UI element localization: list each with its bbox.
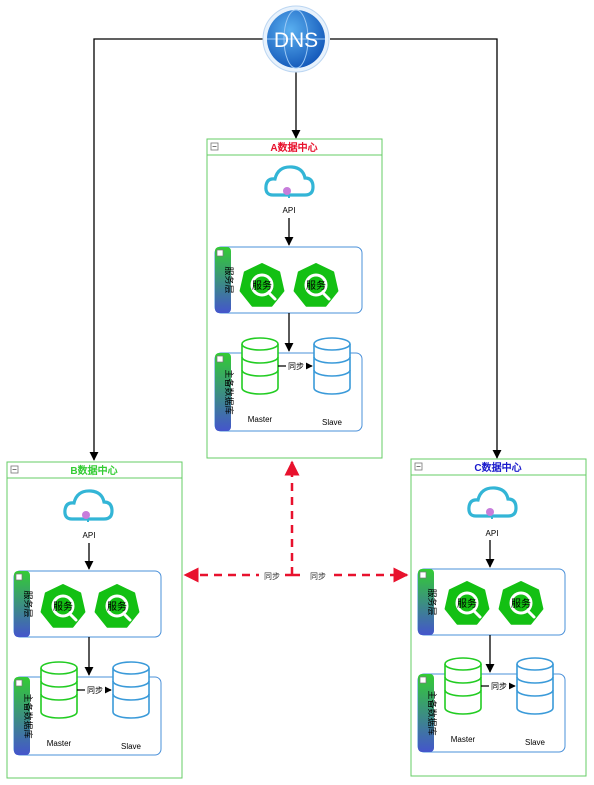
slave-db-icon: [313, 337, 351, 395]
db-sync-label: 同步: [288, 362, 304, 371]
sync-label-left: 同步: [264, 572, 280, 581]
db-sync-label: 同步: [87, 686, 103, 695]
collapse-icon[interactable]: [419, 676, 427, 684]
slave-db-icon: [516, 657, 554, 715]
master-db-icon: [241, 337, 279, 395]
collapse-icon[interactable]: [216, 355, 224, 363]
layer-label: 服务层: [224, 266, 235, 293]
datacenter-title: B数据中心: [70, 464, 117, 477]
service-node-icon: 服务: [40, 584, 86, 628]
service-label: 服务: [306, 279, 326, 292]
collapse-icon[interactable]: [15, 573, 23, 581]
dns-label: DNS: [274, 29, 318, 52]
collapse-icon[interactable]: [216, 249, 224, 257]
service-label: 服务: [53, 600, 73, 613]
master-label: Master: [248, 415, 273, 424]
layer-label: 主备数据库: [224, 369, 235, 414]
api-cloud-icon: [63, 489, 114, 522]
master-db-icon: [40, 661, 78, 719]
db-sync-label-bg: [286, 360, 306, 371]
layer-label: 主备数据库: [427, 690, 438, 735]
api-label: API: [83, 531, 96, 540]
service-label: 服务: [511, 597, 531, 610]
service-label: 服务: [457, 597, 477, 610]
slave-db-icon: [112, 661, 150, 719]
datacenter-title: C数据中心: [474, 461, 521, 474]
datacenter-title: A数据中心: [270, 141, 317, 154]
layer-label: 服务层: [23, 590, 34, 617]
master-label: Master: [451, 735, 476, 744]
api-cloud-icon: [467, 486, 518, 519]
master-label: Master: [47, 739, 72, 748]
slave-label: Slave: [525, 738, 546, 747]
master-db-icon: [444, 657, 482, 715]
collapse-icon[interactable]: [419, 571, 427, 579]
service-label: 服务: [107, 600, 127, 613]
service-node-icon: 服务: [293, 263, 339, 307]
slave-label: Slave: [121, 742, 142, 751]
slave-label: Slave: [322, 418, 343, 427]
layer-label: 服务层: [427, 588, 438, 615]
api-cloud-icon: [264, 165, 315, 198]
collapse-icon[interactable]: [15, 679, 23, 687]
db-sync-label-bg: [85, 684, 105, 695]
service-node-icon: 服务: [94, 584, 140, 628]
api-label: API: [283, 206, 296, 215]
cross-datacenter-sync: 同步 同步: [183, 460, 409, 583]
dns-connectors: [89, 38, 502, 461]
service-node-icon: 服务: [444, 581, 490, 625]
service-label: 服务: [252, 279, 272, 292]
api-label: API: [486, 529, 499, 538]
dns-node: DNS: [262, 5, 330, 73]
layer-label: 主备数据库: [23, 693, 34, 738]
datacenter-a: A数据中心 API 服务层 主备数据库: [206, 138, 383, 459]
db-sync-label-bg: [489, 680, 509, 691]
db-sync-label: 同步: [491, 682, 507, 691]
service-node-icon: 服务: [239, 263, 285, 307]
service-node-icon: 服务: [498, 581, 544, 625]
sync-label-right: 同步: [310, 572, 326, 581]
datacenter-b: B数据中心 API 服务层 主备数据库: [6, 461, 183, 779]
datacenter-c: C数据中心 API 服务层 主备数据库: [410, 458, 587, 777]
